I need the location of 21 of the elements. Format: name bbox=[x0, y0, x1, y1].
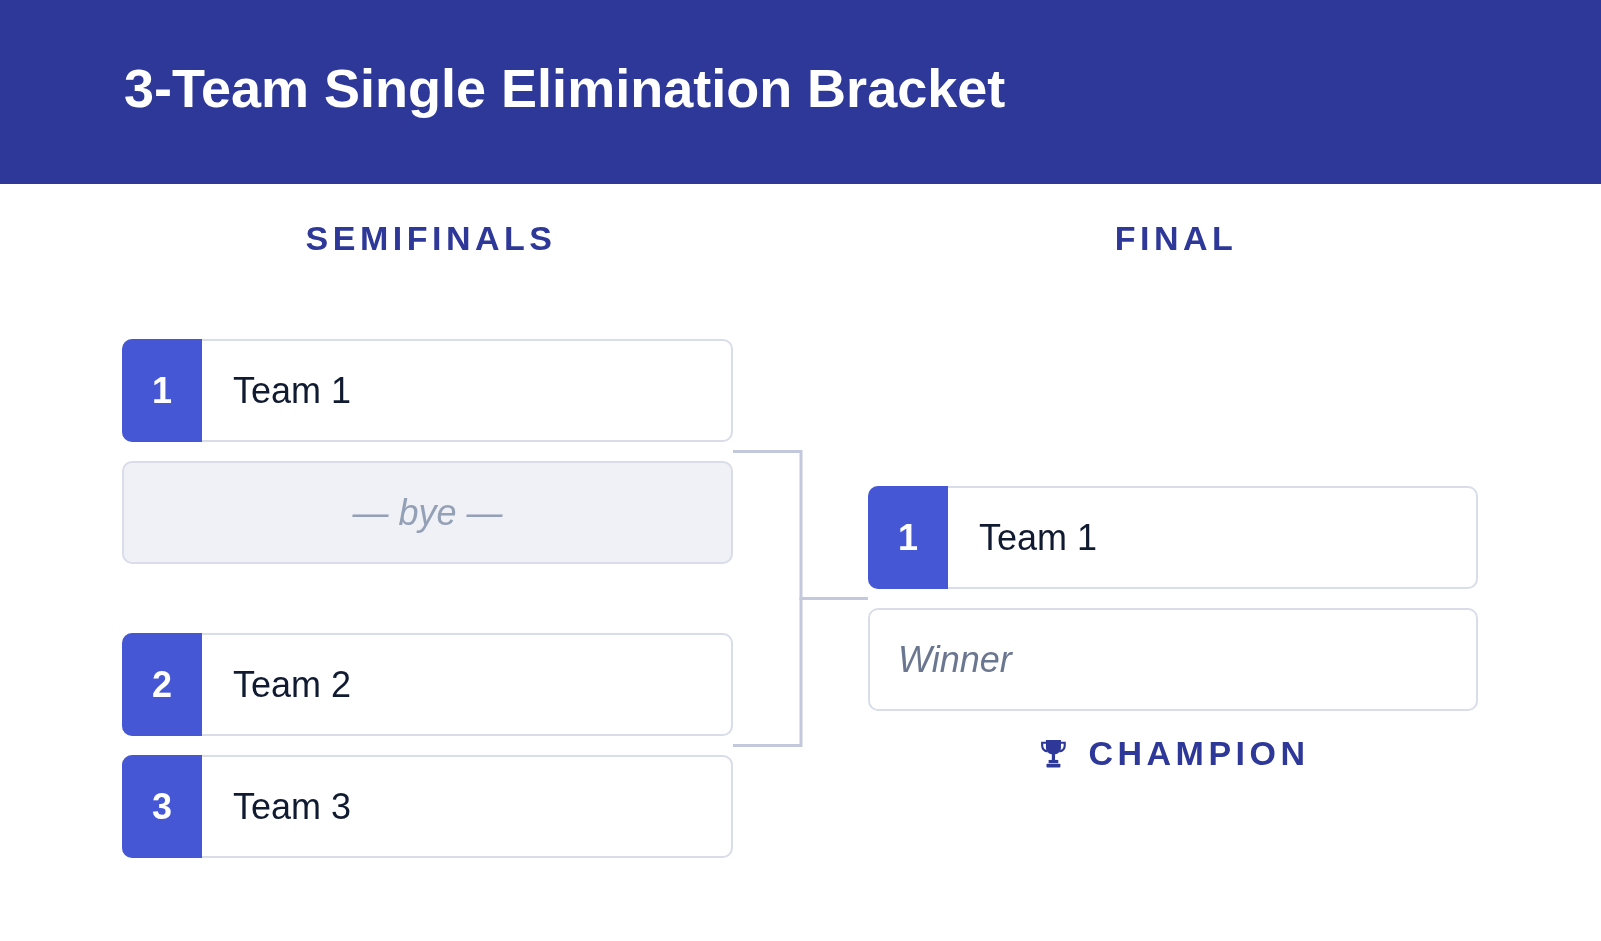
team-name: Team 1 bbox=[979, 516, 1098, 559]
team-slot bbox=[122, 633, 733, 736]
round-heading: SEMIFINALS bbox=[305, 218, 557, 258]
seed-badge: 3 bbox=[122, 755, 202, 858]
team-slot bbox=[868, 486, 1478, 589]
seed-badge: 2 bbox=[122, 633, 202, 736]
team-name: Team 1 bbox=[233, 369, 352, 412]
bye-text: — bye — bbox=[352, 491, 503, 534]
seed-badge: 1 bbox=[868, 486, 948, 589]
team-slot bbox=[122, 755, 733, 858]
placeholder-text: Winner bbox=[898, 638, 1012, 681]
bracket-connector bbox=[733, 597, 868, 747]
bye-slot bbox=[122, 461, 733, 564]
team-slot bbox=[122, 339, 733, 442]
title: 3-Team Single Elimination Bracket bbox=[124, 57, 1006, 120]
winner-slot bbox=[868, 608, 1478, 711]
team-name: Team 3 bbox=[233, 785, 352, 828]
team-name: Team 2 bbox=[233, 663, 352, 706]
seed-badge: 1 bbox=[122, 339, 202, 442]
round-heading: FINAL bbox=[1114, 218, 1238, 258]
champion-label: CHAMPION bbox=[1088, 733, 1310, 773]
